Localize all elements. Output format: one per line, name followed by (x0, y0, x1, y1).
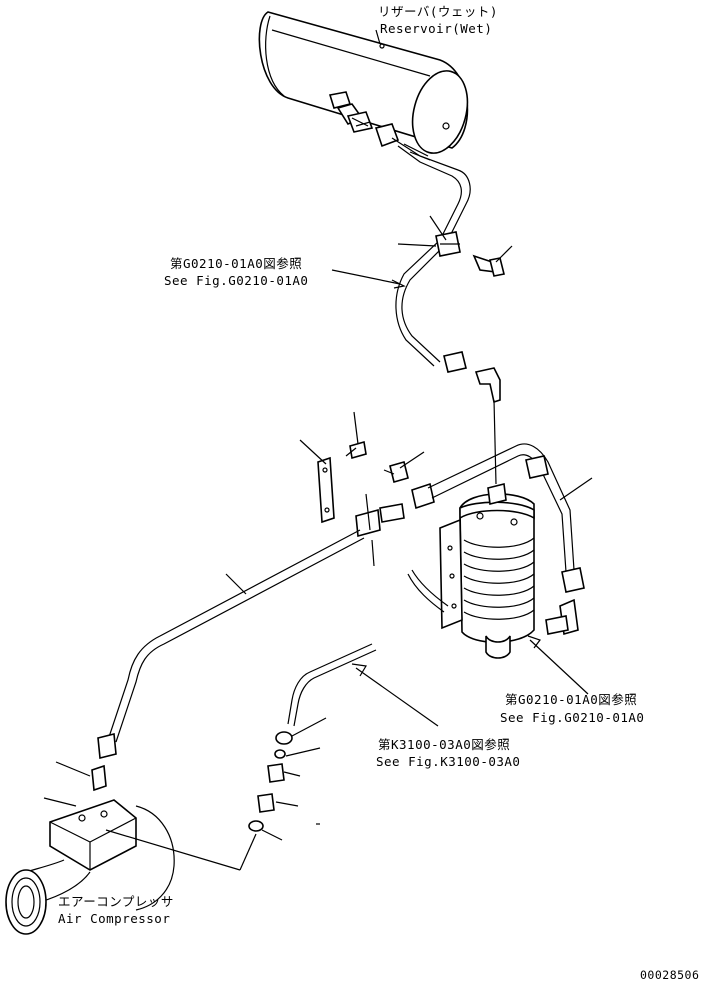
ref-top-label-en: See Fig.G0210-01A0 (164, 273, 309, 288)
air-tube-to-compressor (91, 529, 365, 792)
lower-fittings (248, 643, 377, 832)
reservoir-label-en: Reservoir(Wet) (380, 21, 493, 36)
air-compressor (5, 799, 175, 935)
upper-air-hose (374, 123, 505, 485)
bracket-assembly (317, 440, 409, 538)
ref-top-label-jp: 第G0210-01A0図参照 (170, 256, 303, 271)
leader-lines (43, 29, 593, 871)
dryer-inlet-hose (411, 443, 585, 636)
reservoir-label-jp: リザーバ(ウェット) (378, 4, 498, 19)
ref-mid-label-jp: 第G0210-01A0図参照 (505, 692, 638, 707)
compressor-label-en: Air Compressor (58, 911, 171, 926)
ref-low-label-en: See Fig.K3100-03A0 (376, 754, 521, 769)
air-dryer (407, 483, 535, 659)
ref-low-label-jp: 第K3100-03A0図参照 (378, 737, 511, 752)
reservoir-tank (258, 11, 469, 154)
compressor-label-jp: エアーコンプレッサ (58, 894, 174, 909)
ref-mid-label-en: See Fig.G0210-01A0 (500, 710, 645, 725)
drawing-number: 00028506 (640, 968, 700, 982)
